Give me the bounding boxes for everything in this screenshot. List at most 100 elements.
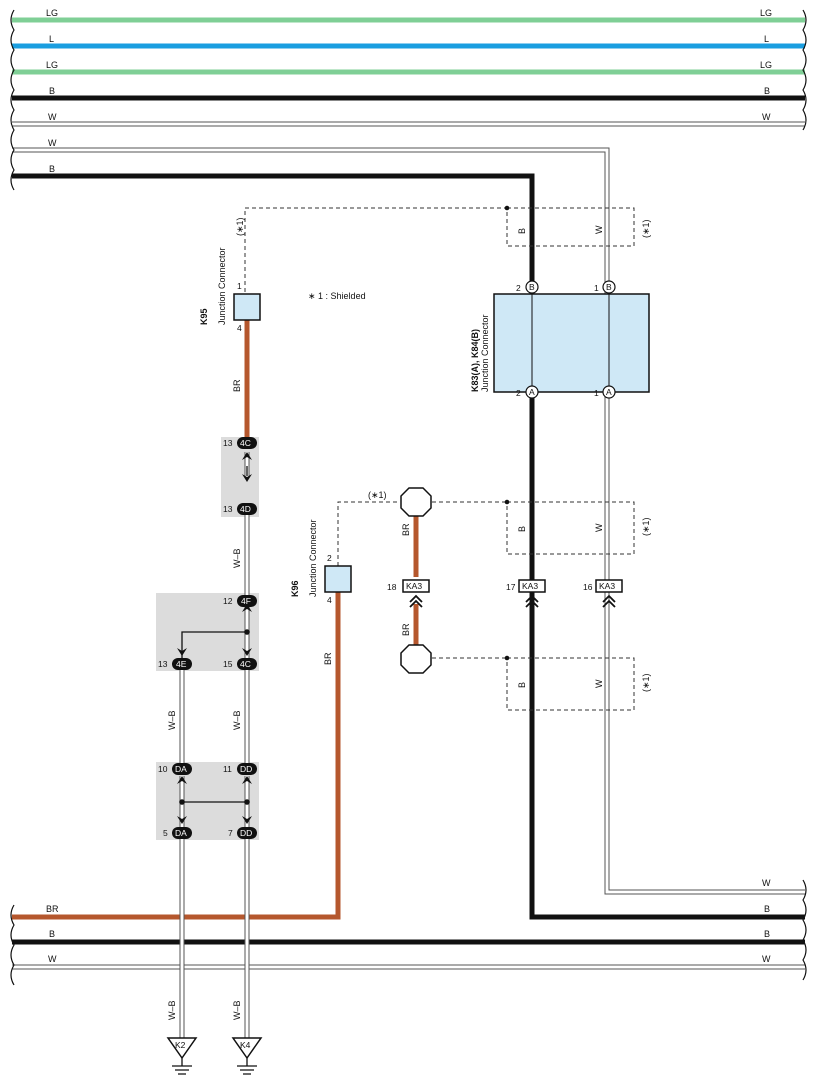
label-w2-left: W <box>48 138 57 148</box>
label-lg2-left: LG <box>46 60 58 70</box>
shield-tag-mid-box: (∗1) <box>641 517 651 536</box>
connector-11-dd-code: DD <box>240 764 252 774</box>
k95-pin-top: 1 <box>237 281 242 291</box>
k96-pin-bottom: 4 <box>327 595 332 605</box>
connector-10-da-code: DA <box>175 764 187 774</box>
connector-10-da: 10 DA <box>158 763 192 775</box>
connector-15-4c-code: 4C <box>240 659 251 669</box>
splice-octagon-top <box>400 487 432 517</box>
connector-5-da-code: DA <box>175 828 187 838</box>
k83-id: K83(A), K84(B) <box>470 329 480 392</box>
k83-pin-1a: 1 A <box>594 385 616 399</box>
shield-top-label-w: W <box>594 225 604 234</box>
label-b-right-bottom: B <box>764 904 770 914</box>
connector-13-4e: 13 4E <box>158 658 192 670</box>
connector-5-da: 5 DA <box>163 827 192 839</box>
k96-pin-top: 2 <box>327 553 332 563</box>
label-w-left-bottom: W <box>48 954 57 964</box>
connector-13-4c: 13 4C <box>223 437 257 449</box>
connector-15-4c: 15 4C <box>223 658 257 670</box>
k83-desc: Junction Connector <box>480 314 490 392</box>
splice-octagon-bottom <box>400 644 432 674</box>
label-lg-right: LG <box>760 8 772 18</box>
k83-pin-2a: 2 A <box>516 385 539 399</box>
shield-mid-label-w: W <box>594 523 604 532</box>
shield-low-label-b: B <box>517 682 527 688</box>
label-w-left: W <box>48 112 57 122</box>
k83-connector-box <box>493 293 650 393</box>
connector-12-4f-num: 12 <box>223 596 233 606</box>
label-wb-4e: W–B <box>167 710 177 730</box>
k83-pin-2b: 2 B <box>516 280 539 294</box>
connector-13-4d: 13 4D <box>223 503 257 515</box>
label-l-left: L <box>49 34 54 44</box>
label-w-right: W <box>762 112 771 122</box>
shield-note: ∗ 1 : Shielded <box>308 291 366 301</box>
k96-id: K96 <box>290 580 300 597</box>
connector-7-dd-code: DD <box>240 828 252 838</box>
splice-junction-dots <box>179 629 250 805</box>
wire-br-bottom <box>12 590 341 920</box>
k83-pin-1a-num: 1 <box>594 388 599 398</box>
k95-desc: Junction Connector <box>217 247 227 325</box>
wire-wb-left-circuit <box>179 452 250 1040</box>
label-b2-left: B <box>49 164 55 174</box>
shield-lines <box>244 207 635 711</box>
wire-b-right-branch <box>12 173 805 920</box>
k83-pin-1a-code: A <box>606 387 612 397</box>
k83-internal-lines <box>531 294 610 392</box>
wire-w-right-branch <box>12 147 805 895</box>
connector-12-4f-code: 4F <box>241 596 251 606</box>
k83-pin-1b: 1 B <box>594 280 616 294</box>
label-wb-k2: W–B <box>167 1000 177 1020</box>
ka3-18-num: 18 <box>387 582 397 592</box>
label-br-left-bottom: BR <box>46 904 59 914</box>
connector-13-4c-code: 4C <box>240 438 251 448</box>
connector-7-dd-num: 7 <box>228 828 233 838</box>
k83-pin-1b-code: B <box>606 282 612 292</box>
connector-13-4d-code: 4D <box>240 504 251 514</box>
label-br-k96: BR <box>323 652 333 665</box>
connector-13-4e-code: 4E <box>176 659 187 669</box>
ka3-16-code: KA3 <box>599 581 615 591</box>
k96-desc: Junction Connector <box>308 519 318 597</box>
label-wb-k4: W–B <box>232 1000 242 1020</box>
label-lg2-right: LG <box>760 60 772 70</box>
connector-15-4c-num: 15 <box>223 659 233 669</box>
label-b-left-bottom: B <box>49 929 55 939</box>
k83-pin-2a-code: A <box>529 387 535 397</box>
ka3-16-num: 16 <box>583 582 593 592</box>
connector-11-dd: 11 DD <box>223 763 257 775</box>
shield-nodes <box>504 205 510 661</box>
splice-area-da-dd <box>156 762 259 840</box>
ka3-17-code: KA3 <box>522 581 538 591</box>
shield-tag-top-box: (∗1) <box>641 219 651 238</box>
connector-10-da-num: 10 <box>158 764 168 774</box>
k83-pin-2b-num: 2 <box>516 283 521 293</box>
k95-connector-box <box>233 293 261 321</box>
connector-chevrons-left <box>177 452 252 824</box>
ground-k4-label: K4 <box>240 1040 251 1050</box>
wire-break-marks <box>10 9 807 986</box>
label-l-right: L <box>764 34 769 44</box>
k83-pin-2a-num: 2 <box>516 388 521 398</box>
connector-13-4c-num: 13 <box>223 438 233 448</box>
ground-k4: K4 <box>231 1037 263 1075</box>
k95-id: K95 <box>199 308 209 325</box>
k95-pin-bottom: 4 <box>237 323 242 333</box>
k83-pin-2b-code: B <box>529 282 535 292</box>
k96-connector-box <box>324 565 352 593</box>
splice-junction-lines <box>181 466 248 803</box>
connector-7-dd: 7 DD <box>228 827 257 839</box>
ka3-17-num: 17 <box>506 582 516 592</box>
ground-k2: K2 <box>166 1037 198 1075</box>
connector-13-4e-num: 13 <box>158 659 168 669</box>
label-w-right-bottom2: W <box>762 954 771 964</box>
ground-k2-label: K2 <box>175 1040 186 1050</box>
label-lg-left: LG <box>46 8 58 18</box>
label-wb-4c: W–B <box>232 710 242 730</box>
ka3-17: 17 KA3 <box>506 579 546 608</box>
shield-tag-k96: (∗1) <box>368 490 387 500</box>
connector-12-4f: 12 4F <box>223 595 257 607</box>
